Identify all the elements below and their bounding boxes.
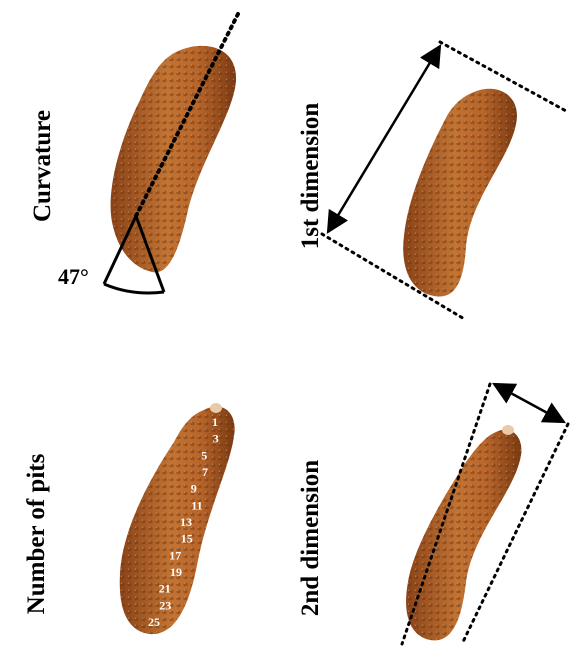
pit-number-13: 13 xyxy=(180,515,192,529)
angle-arc xyxy=(104,284,164,293)
panel-curvature: 47° Curvature xyxy=(29,14,238,293)
dim2-arrow xyxy=(494,384,564,422)
label-first-dimension: 1st dimension xyxy=(297,103,324,250)
pit-number-23: 23 xyxy=(159,598,171,612)
label-curvature: Curvature xyxy=(29,110,56,222)
pit-number-19: 19 xyxy=(170,565,182,579)
seed-tip-2 xyxy=(502,425,514,435)
seed-first-dimension xyxy=(403,89,517,297)
pit-number-9: 9 xyxy=(191,482,197,496)
pit-number-21: 21 xyxy=(159,582,171,596)
seed-tip xyxy=(210,403,222,413)
label-number-of-pits: Number of pits xyxy=(23,453,50,614)
pit-number-3: 3 xyxy=(213,432,219,446)
panel-first-dimension: 1st dimension xyxy=(297,42,568,320)
panel-second-dimension: 2nd dimension xyxy=(297,384,568,644)
pit-number-15: 15 xyxy=(181,532,193,546)
pit-number-17: 17 xyxy=(169,548,181,562)
label-second-dimension: 2nd dimension xyxy=(297,460,324,616)
angle-label: 47° xyxy=(58,264,89,289)
seed-curvature xyxy=(111,46,236,273)
pit-number-1: 1 xyxy=(212,415,218,429)
pit-number-25: 25 xyxy=(148,615,160,629)
pit-number-11: 11 xyxy=(191,498,202,512)
pit-number-7: 7 xyxy=(202,465,208,479)
pit-number-5: 5 xyxy=(201,448,207,462)
